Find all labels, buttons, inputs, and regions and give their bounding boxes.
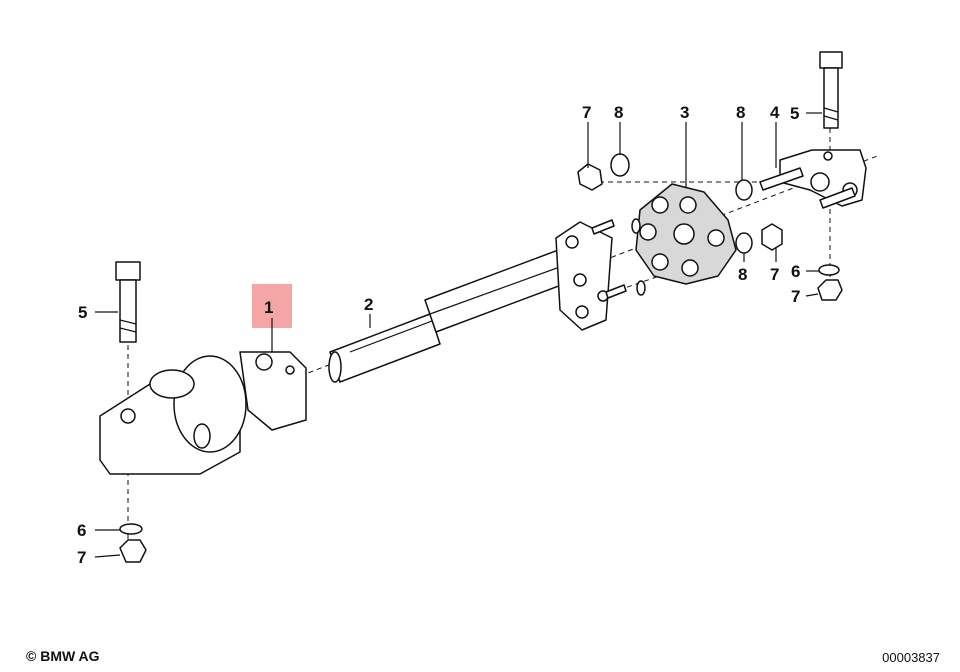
- nut-7-upper: [577, 163, 603, 191]
- washer-8-upper: [735, 179, 753, 201]
- callout-6-right: 6: [791, 262, 800, 281]
- callout-1: 1: [264, 298, 273, 317]
- callout-7-left: 7: [77, 548, 86, 567]
- callout-7-right: 7: [770, 265, 779, 284]
- steering-shaft: [328, 239, 597, 383]
- callout-5-left: 5: [78, 303, 87, 322]
- callout-7-upper: 7: [582, 103, 591, 122]
- nut-7-right: [761, 223, 783, 251]
- callout-3: 3: [680, 103, 689, 122]
- coupling-screws: [591, 218, 646, 299]
- callout-5-right: 5: [790, 104, 799, 123]
- callout-8-upper-left: 8: [614, 103, 623, 122]
- callout-8-lower: 8: [738, 265, 747, 284]
- bolt-right: [819, 51, 843, 129]
- callout-7-right-lower: 7: [791, 287, 800, 306]
- callout-6-left: 6: [77, 521, 86, 540]
- callout-2: 2: [364, 295, 373, 314]
- copyright-text: © BMW AG: [26, 648, 100, 664]
- bolt-left: [115, 261, 141, 343]
- callout-8-upper-right: 8: [736, 103, 745, 122]
- washer-8-lower: [735, 232, 753, 254]
- shaft-flange: [555, 221, 613, 331]
- callout-4: 4: [770, 103, 780, 122]
- diagram-id: 00003837: [882, 650, 940, 665]
- universal-joint: [99, 351, 307, 475]
- washer-right-lower: [818, 264, 840, 276]
- washer-8-left: [610, 153, 630, 177]
- bracket-studs: [759, 167, 856, 209]
- leader-lines: [94, 112, 822, 558]
- washer-left: [119, 523, 143, 535]
- nut-left: [119, 539, 147, 563]
- flexible-coupling-disc: [635, 183, 737, 285]
- nut-right-lower: [817, 279, 843, 301]
